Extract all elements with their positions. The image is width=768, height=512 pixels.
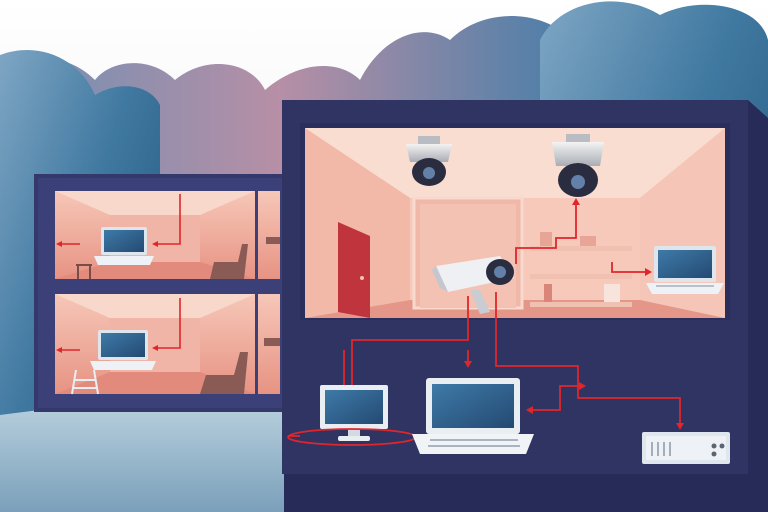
desktop-monitor-icon xyxy=(320,385,388,441)
ladder-icon xyxy=(71,369,99,395)
wire xyxy=(56,298,181,353)
network-recorder-icon xyxy=(642,432,730,464)
left-building xyxy=(34,174,296,412)
chair-icon xyxy=(200,352,248,394)
laptop-icon xyxy=(94,227,154,265)
floor-upper xyxy=(55,191,280,279)
dome-camera-icon xyxy=(552,134,604,197)
wire xyxy=(288,292,684,437)
shelf-icon xyxy=(530,232,632,307)
door-icon xyxy=(338,222,370,318)
chair-icon xyxy=(210,244,248,279)
chair-icon xyxy=(266,237,280,244)
laptop-icon xyxy=(646,246,724,294)
stool-icon xyxy=(76,264,92,279)
floor-lower xyxy=(55,294,280,395)
wire xyxy=(56,194,181,247)
main-room xyxy=(300,123,730,320)
wire xyxy=(515,198,652,276)
dome-camera-icon xyxy=(406,136,452,186)
chair-icon xyxy=(264,338,280,346)
laptop-icon xyxy=(412,378,534,454)
bullet-camera-icon xyxy=(432,256,514,314)
ground xyxy=(0,402,300,512)
right-building xyxy=(282,100,768,512)
laptop-icon xyxy=(90,330,156,370)
door-icon xyxy=(412,196,524,310)
